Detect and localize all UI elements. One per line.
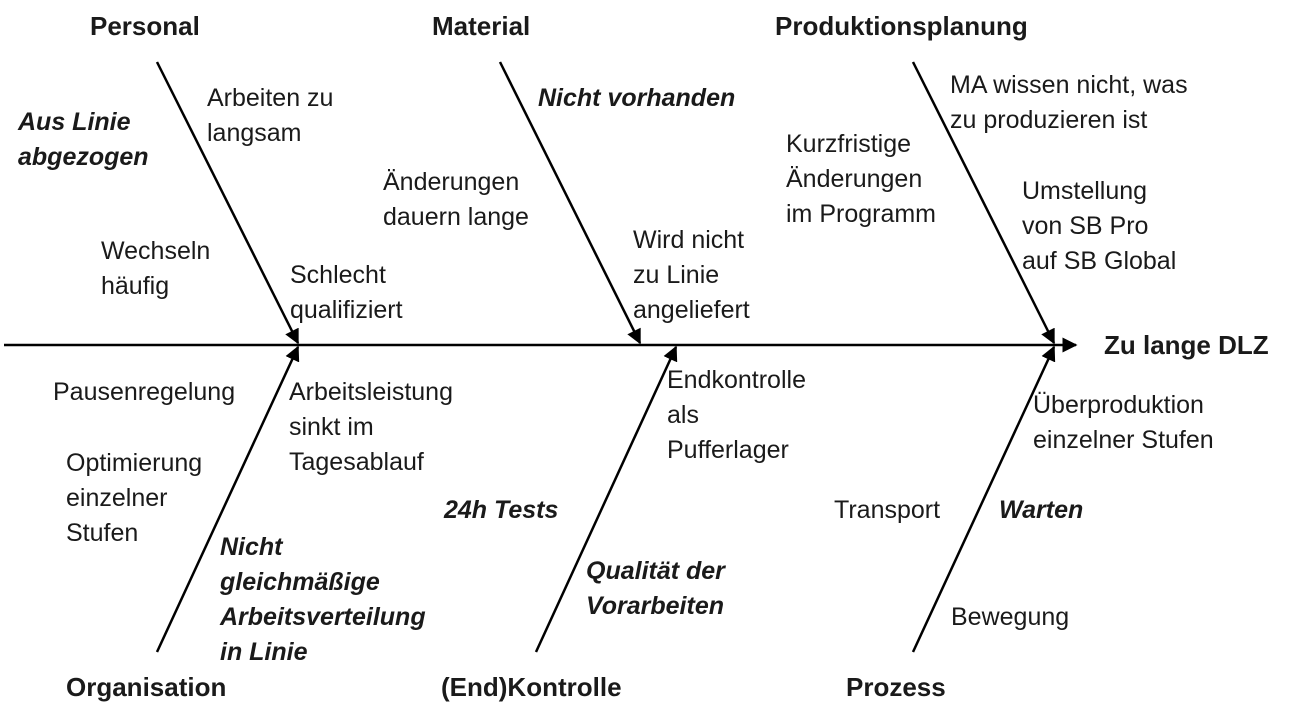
cause-ueberproduktion: Überproduktion einzelner Stufen [1033,391,1214,454]
bone-endkontrolle [534,345,678,653]
cause-aenderungen: Änderungen dauern lange [383,168,529,231]
cause-transport: Transport [834,496,941,524]
bone-organisation [155,345,300,653]
cause-ma-wissen: MA wissen nicht, was zu produzieren ist [950,71,1188,134]
category-material: Material [432,11,531,41]
bone-material [498,61,642,345]
cause-nicht-gleichmaessig: Nicht gleichmäßige Arbeitsverteilung in … [220,533,426,666]
category-produktionsplanung: Produktionsplanung [775,11,1028,41]
bone-personal [155,61,300,345]
cause-optimierung: Optimierung einzelner Stufen [66,449,203,547]
cause-qualitaet: Qualität der Vorarbeiten [586,557,725,620]
cause-bewegung: Bewegung [951,603,1070,631]
cause-warten: Warten [999,496,1084,524]
effect-label: Zu lange DLZ [1104,330,1269,360]
cause-arbeiten-langsam: Arbeiten zu langsam [207,84,334,147]
bone-produktionsplanung [911,61,1056,345]
cause-endkontrolle-puffer: Endkontrolle als Pufferlager [667,366,806,464]
cause-wechseln: Wechseln häufig [101,237,211,300]
cause-aus-linie: Aus Linie abgezogen [18,108,149,171]
category-prozess: Prozess [846,672,946,702]
cause-umstellung: Umstellung von SB Pro auf SB Global [1022,177,1177,275]
cause-nicht-vorhanden: Nicht vorhanden [538,84,736,112]
bone-prozess [911,345,1056,653]
category-personal: Personal [90,11,200,41]
category-endkontrolle: (End)Kontrolle [441,672,622,702]
cause-pausen: Pausenregelung [53,378,236,406]
cause-kurzfristige: Kurzfristige Änderungen im Programm [786,130,937,228]
cause-arbeitsleistung: Arbeitsleistung sinkt im Tagesablauf [289,378,453,476]
cause-schlecht: Schlecht qualifiziert [290,261,403,324]
category-organisation: Organisation [66,672,227,702]
cause-wird-nicht: Wird nicht zu Linie angeliefert [633,226,750,324]
cause-24h-tests: 24h Tests [444,496,559,524]
